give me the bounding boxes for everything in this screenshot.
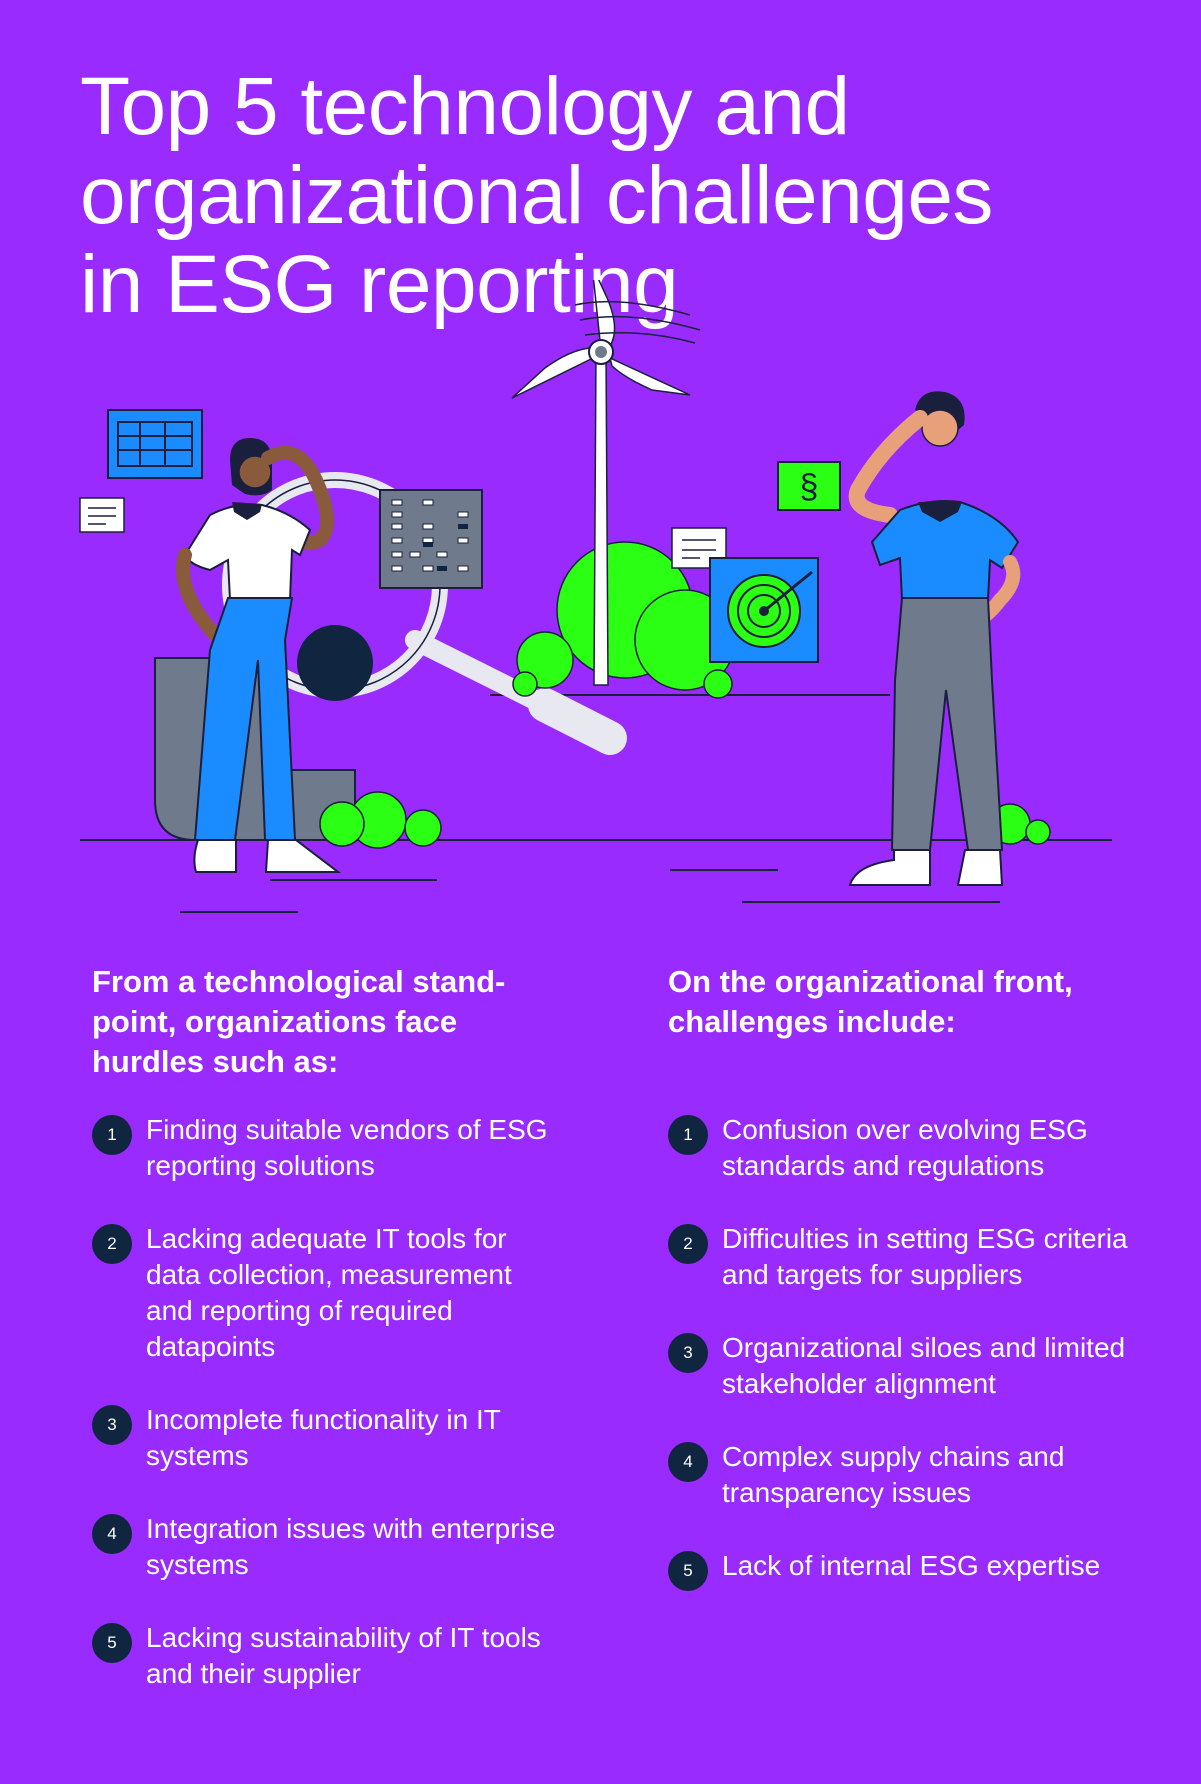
organizational-heading: On the organizational front, challenges …: [668, 964, 1073, 1039]
document-icon: [79, 497, 125, 533]
list-item-text: Difficulties in setting ESG criteria and…: [722, 1223, 1128, 1290]
number-badge: 3: [92, 1405, 132, 1445]
list-item: 5 Lacking sustainability of IT tools and…: [92, 1620, 562, 1692]
number-badge: 4: [668, 1442, 708, 1482]
list-item-text: Lacking sustainability of IT tools and t…: [146, 1622, 541, 1689]
number-badge: 2: [92, 1224, 132, 1264]
list-item-text: Integration issues with enterprise syste…: [146, 1513, 556, 1580]
title-line-3: in ESG reporting: [80, 239, 679, 330]
technological-heading: From a technological stand-point, organi…: [92, 964, 506, 1079]
list-item-text: Lacking adequate IT tools for data colle…: [146, 1223, 512, 1362]
title-line-1: Top 5 technology and: [80, 61, 850, 152]
number-badge: 4: [92, 1514, 132, 1554]
list-item: 3 Incomplete functionality in IT systems: [92, 1402, 562, 1474]
page-title: Top 5 technology and organizational chal…: [80, 62, 1120, 329]
list-item: 5 Lack of internal ESG expertise: [668, 1548, 1148, 1591]
number-badge: 3: [668, 1333, 708, 1373]
number-badge: 5: [668, 1551, 708, 1591]
spreadsheet-icon: [107, 409, 203, 479]
person-right: [848, 391, 1021, 886]
bushes-left: [319, 791, 442, 849]
list-item: 4 Complex supply chains and transparency…: [668, 1439, 1148, 1511]
list-item: 3 Organizational siloes and limited stak…: [668, 1330, 1148, 1402]
person-left: [176, 438, 341, 873]
number-badge: 1: [668, 1115, 708, 1155]
section-sign-text: §: [800, 468, 819, 506]
list-item-text: Lack of internal ESG expertise: [722, 1550, 1101, 1581]
number-badge: 1: [92, 1115, 132, 1155]
list-item: 4 Integration issues with enterprise sys…: [92, 1511, 562, 1583]
number-badge: 2: [668, 1224, 708, 1264]
technological-column: From a technological stand-point, organi…: [92, 962, 562, 1729]
list-item: 1 Finding suitable vendors of ESG report…: [92, 1112, 562, 1184]
list-item-text: Confusion over evolving ESG standards an…: [722, 1114, 1088, 1181]
list-item-text: Finding suitable vendors of ESG reportin…: [146, 1114, 548, 1181]
target-icon: [709, 557, 819, 663]
illustration: §: [79, 280, 1112, 913]
list-item: 2 Difficulties in setting ESG criteria a…: [668, 1221, 1148, 1293]
list-item-text: Incomplete functionality in IT systems: [146, 1404, 501, 1471]
list-item-text: Complex supply chains and transparency i…: [722, 1441, 1065, 1508]
title-line-2: organizational challenges: [80, 150, 993, 241]
number-badge: 5: [92, 1623, 132, 1663]
section-sign-icon: §: [777, 461, 841, 511]
list-item-text: Organizational siloes and limited stakeh…: [722, 1332, 1126, 1399]
organizational-column: On the organizational front, challenges …: [668, 962, 1148, 1621]
list-item: 2 Lacking adequate IT tools for data col…: [92, 1221, 562, 1365]
wind-turbine-icon: [511, 280, 736, 699]
data-panel-icon: [379, 489, 483, 589]
list-item: 1 Confusion over evolving ESG standards …: [668, 1112, 1148, 1184]
